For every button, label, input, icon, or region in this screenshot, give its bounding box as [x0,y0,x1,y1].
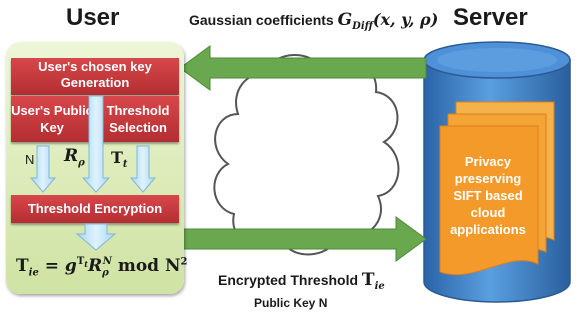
threshold-encryption-box: Threshold Encryption [11,195,179,223]
formula-g-exp-t: T [76,256,85,268]
threshold-encryption-label: Threshold Encryption [27,201,163,216]
formula-equals: = [38,256,65,276]
gaussian-args: (x, y, ρ) [372,10,439,29]
var-t-symbol: T [111,148,123,167]
server-document-text: Privacy preserving SIFT based cloud appl… [440,153,536,238]
encrypted-threshold-label: Encrypted Threshold Tie [218,270,385,292]
encrypted-threshold-text: Encrypted Threshold [218,272,362,288]
encrypted-threshold-t: T [361,270,375,290]
gaussian-g-subscript: Diff [352,20,373,32]
public-key-n-label: Public Key N [254,296,328,310]
formula-r-exponent: N [102,256,112,268]
document-stack-icon [439,101,555,276]
gaussian-g-symbol: G [337,10,353,30]
encrypted-threshold-subscript: ie [374,280,385,292]
public-key-label: User's Public Key [11,103,93,135]
var-r-subscript: ρ [78,157,85,169]
var-t: Tt [111,148,128,170]
public-key-box: User's Public Key [11,96,93,142]
gaussian-label-text: Gaussian coefficients [189,12,338,28]
user-title: User [66,4,120,31]
formula-r: R [87,256,103,276]
formula-g-exp-sub: t [84,259,88,270]
gaussian-coefficients-label: Gaussian coefficients GDiff(x, y, ρ) [189,10,438,32]
formula-mod: mod [111,256,165,276]
server-doc-line: applications [450,222,526,237]
var-r: Rρ [64,146,85,168]
server-doc-line: cloud [470,205,506,220]
formula-r-subscript: ρ [102,267,109,279]
var-r-symbol: R [64,146,79,166]
formula-n: N [164,256,181,276]
encryption-formula: Tie = gTtRρN mod N2 [16,256,187,278]
server-doc-line: preserving [454,171,522,186]
formula-g: g [64,256,77,276]
key-generation-label: User's chosen key Generation [38,59,152,90]
formula-n-exponent: 2 [180,256,188,268]
key-generation-box: User's chosen key Generation [11,58,179,95]
bottom-arrow-icon [179,216,427,262]
top-arrow-icon [179,45,427,91]
server-doc-line: SIFT based [453,188,523,203]
user-flow-arrows-icon [29,95,157,251]
formula-g-exponent: Tt [76,256,88,270]
threshold-selection-label: Threshold Selection [106,103,170,135]
server-title: Server [453,4,528,31]
formula-t: T [16,256,29,276]
var-t-subscript: t [122,159,128,171]
threshold-selection-box: Threshold Selection [97,96,179,142]
var-n: N [25,152,35,167]
server-doc-line: Privacy [464,154,512,169]
formula-t-subscript: ie [28,267,39,279]
